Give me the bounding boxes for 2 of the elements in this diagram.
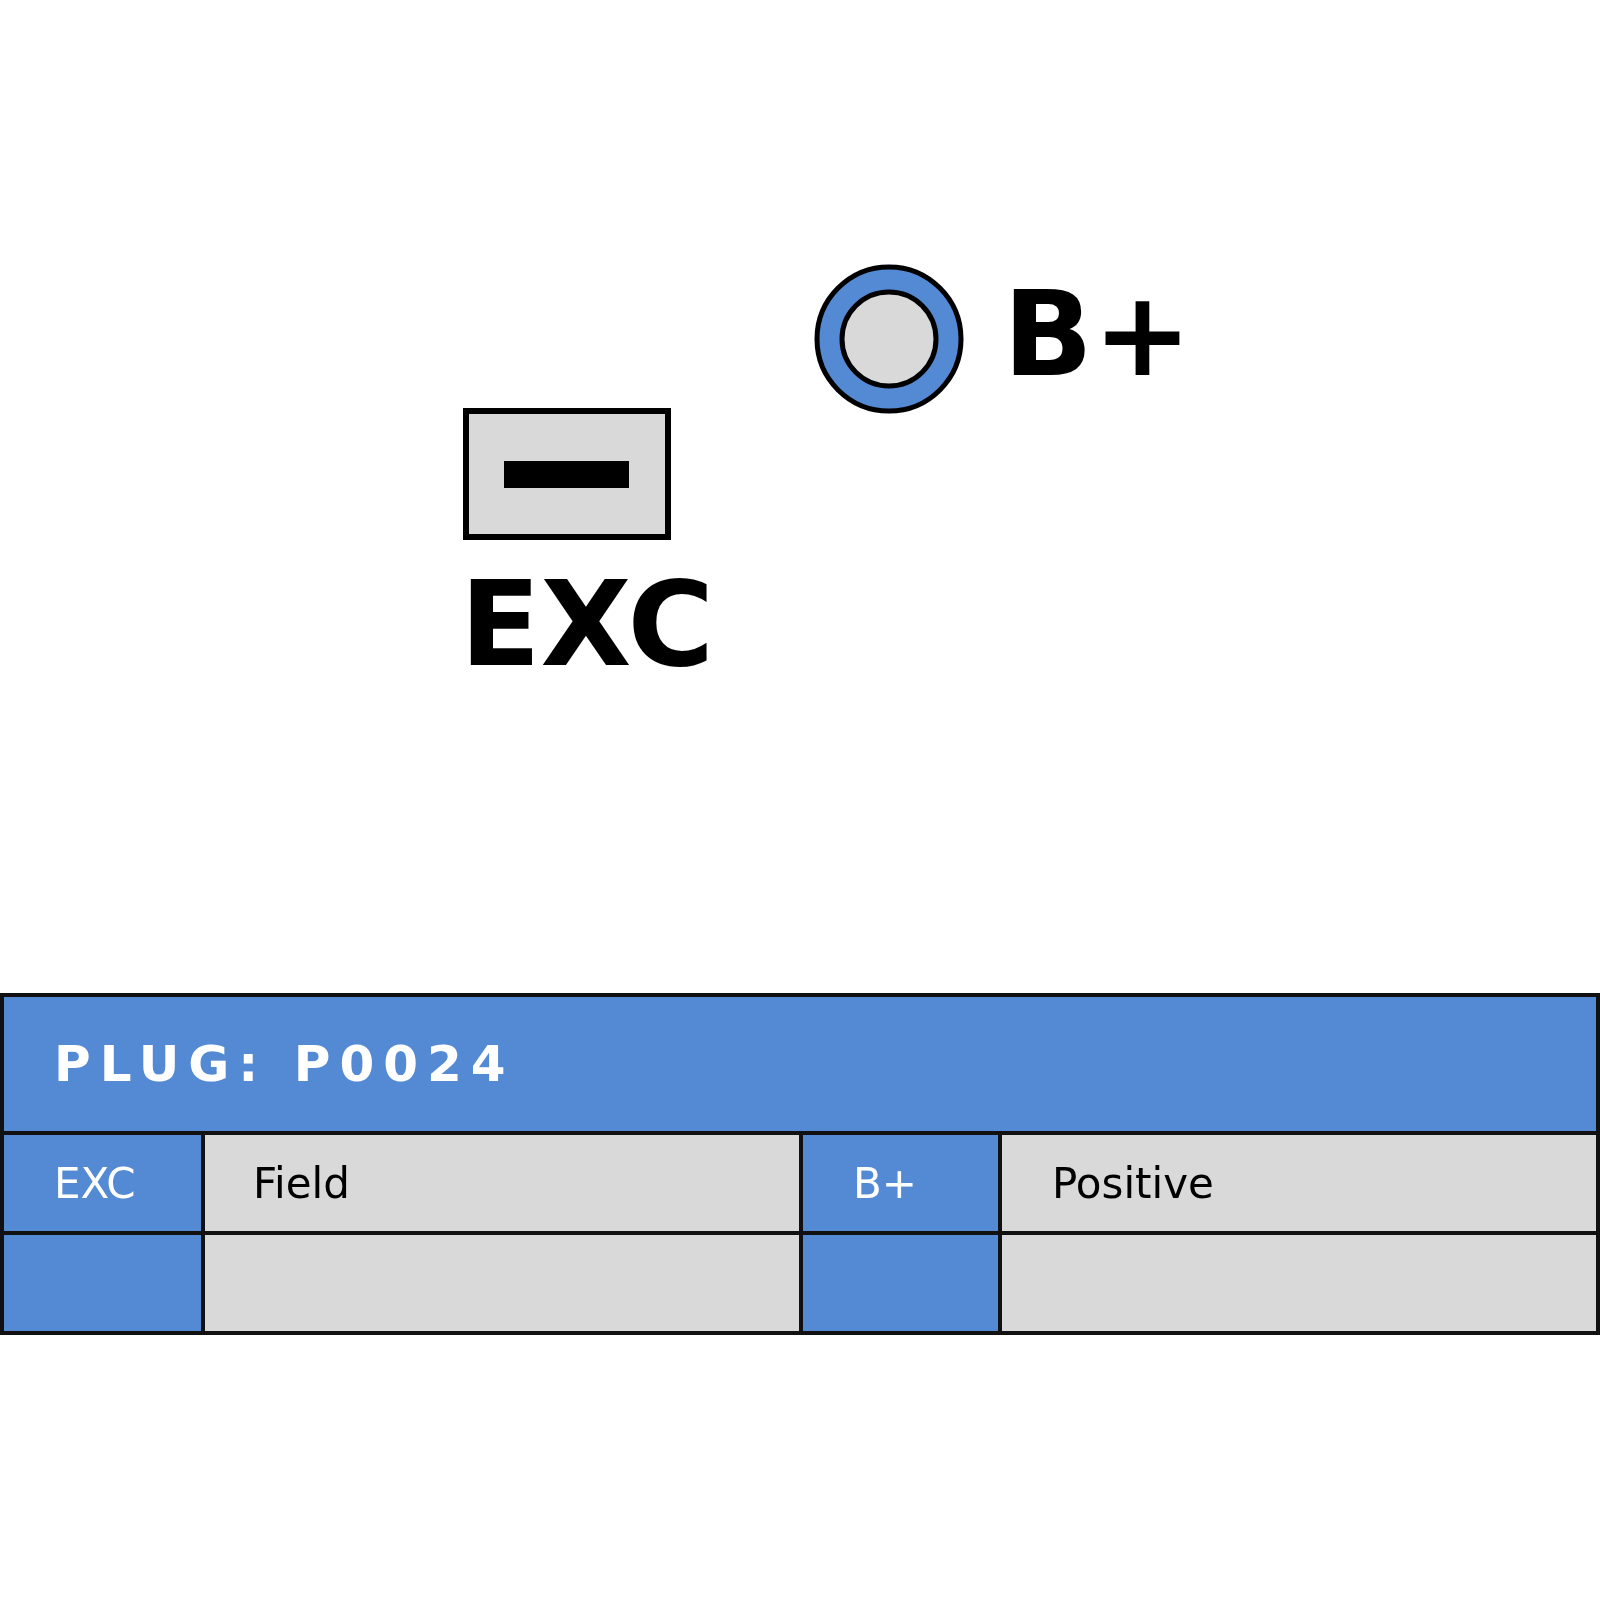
terminal-label: B+: [1003, 270, 1192, 400]
terminal-label: EXC: [460, 560, 714, 690]
